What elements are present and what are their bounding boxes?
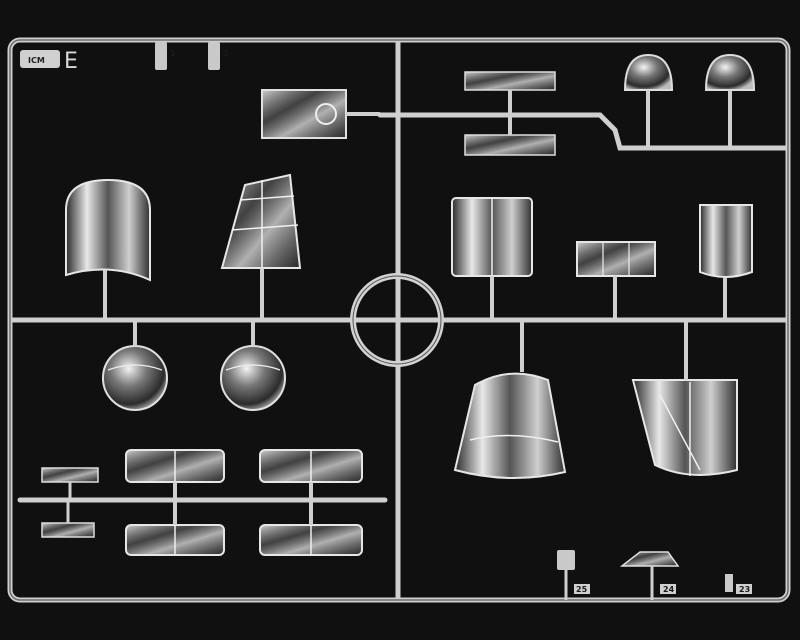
part-number-25: 25	[576, 585, 588, 594]
part-antenna-24	[619, 551, 680, 600]
part-small-lens-bottom	[41, 500, 95, 538]
part-lamp-cover-left	[623, 53, 674, 148]
part-pin-23	[725, 574, 752, 594]
part-lens-pair-4	[259, 500, 363, 556]
part-clip-25	[557, 550, 590, 600]
part-lens-pair-1	[125, 449, 225, 500]
part-panel-box	[261, 89, 380, 139]
part-number-1: 1	[170, 49, 176, 58]
part-number-2: 2	[223, 49, 229, 58]
part-lens-pair-2	[259, 449, 363, 500]
part-dome-right	[220, 320, 286, 411]
part-lens-pair-3	[125, 500, 225, 556]
part-small-lens-top	[41, 467, 99, 500]
part-window-strip	[576, 241, 656, 320]
part-canopy-framed	[220, 173, 302, 320]
sprue-letter: E	[64, 49, 78, 74]
part-clips-top	[155, 42, 220, 70]
brand-mark: ICM	[28, 56, 45, 65]
part-strip-lower	[464, 115, 556, 156]
part-lamp-cover-right	[704, 53, 756, 148]
part-dome-left	[102, 320, 168, 411]
sprue-label: ICM E	[20, 49, 78, 74]
part-turret-glazing	[631, 320, 738, 476]
part-number-24: 24	[663, 585, 675, 594]
part-window-block	[451, 197, 533, 320]
part-strip-upper	[464, 71, 556, 115]
part-small-cover	[699, 204, 753, 320]
part-canopy-rounded	[65, 178, 151, 320]
part-number-23: 23	[739, 585, 750, 594]
part-nose-glazing	[453, 320, 567, 480]
